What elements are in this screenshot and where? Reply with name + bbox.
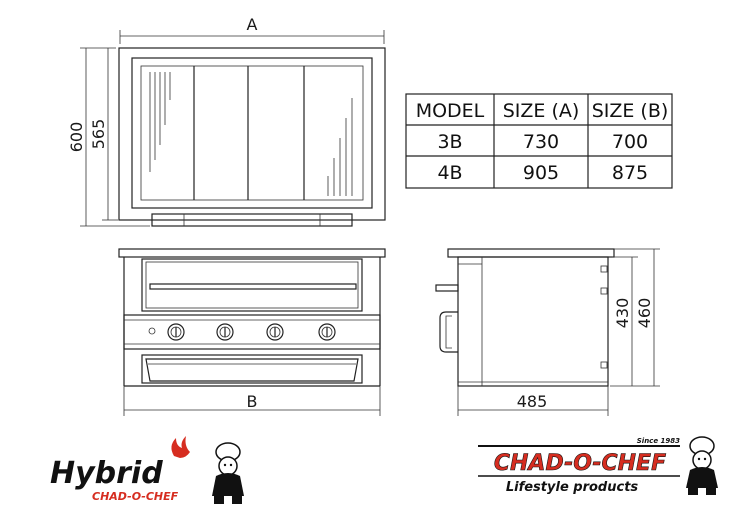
dimension-600-label: 600 xyxy=(67,122,86,153)
dimension-460-label: 460 xyxy=(635,298,654,329)
dimension-b-label: B xyxy=(247,392,258,411)
size-table: MODEL SIZE (A) SIZE (B) 3B 730 700 4B 90… xyxy=(405,93,673,189)
hybrid-logo: Hybrid CHAD-O-CHEF xyxy=(50,436,244,504)
table-cell: 3B xyxy=(437,131,462,153)
dimension-a-label: A xyxy=(247,15,258,34)
chadochef-wordmark: CHAD-O-CHEF xyxy=(494,451,666,476)
table-header-model: MODEL xyxy=(416,100,485,122)
top-view: A 600 565 xyxy=(67,15,386,227)
table-cell: 730 xyxy=(523,131,559,153)
since-text: Since 1983 xyxy=(637,437,680,445)
dimension-485-label: 485 xyxy=(517,392,548,411)
dimension-565-label: 565 xyxy=(89,119,108,150)
table-cell: 875 xyxy=(612,162,648,184)
knob xyxy=(318,323,336,341)
table-header-size-b: SIZE (B) xyxy=(592,100,669,122)
table-cell: 4B xyxy=(437,162,462,184)
tagline: Lifestyle products xyxy=(506,480,639,495)
table-cell: 700 xyxy=(612,131,648,153)
table-cell: 905 xyxy=(523,162,559,184)
hybrid-subtitle: CHAD-O-CHEF xyxy=(92,490,179,503)
chef-mascot-icon xyxy=(212,442,244,504)
dimension-430-label: 430 xyxy=(613,298,632,329)
knob xyxy=(266,323,284,341)
table-header-size-a: SIZE (A) xyxy=(503,100,580,122)
knob xyxy=(167,323,185,341)
front-view: B xyxy=(118,248,386,416)
hybrid-wordmark: Hybrid xyxy=(50,456,163,491)
side-view: 485 430 460 xyxy=(435,248,660,416)
chef-mascot-icon xyxy=(686,436,718,495)
knob xyxy=(216,323,234,341)
chadochef-logo: Since 1983 CHAD-O-CHEF Lifestyle product… xyxy=(478,436,718,495)
